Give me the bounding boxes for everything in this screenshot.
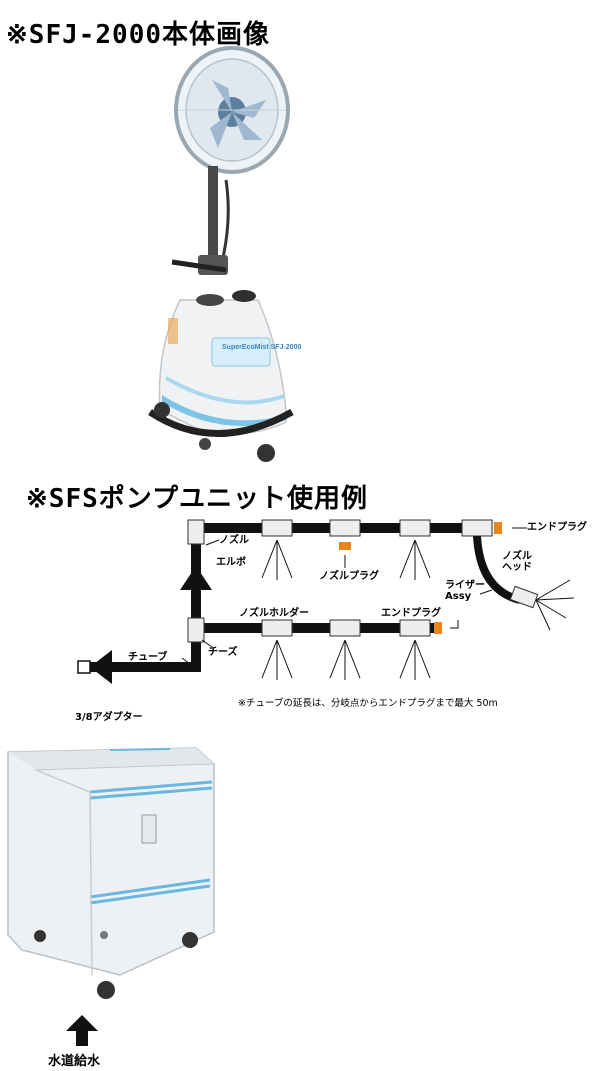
label-tube: チューブ [128, 652, 168, 663]
label-riser-assy: ライザー Assy [445, 580, 485, 602]
label-nozzle-head: ノズル ヘッド [502, 551, 532, 573]
fan-pole [208, 166, 218, 266]
pump-cabinet [7, 747, 215, 999]
fan-head [174, 46, 290, 174]
label-nozzle: ノズル [219, 535, 249, 546]
heading-main-image: ※SFJ-2000本体画像 [6, 20, 271, 50]
label-end-plug-top: エンドプラグ [527, 522, 587, 533]
label-nozzle-plug: ノズルプラグ [319, 571, 379, 582]
label-end-plug-bottom: エンドプラグ [381, 608, 441, 619]
label-nozzle-holder: ノズルホルダー [239, 608, 309, 619]
water-supply-arrow [66, 1015, 98, 1046]
piping-diagram [77, 519, 575, 684]
label-cheese: チーズ [208, 647, 238, 658]
label-adapter: 3/8アダプター [75, 712, 143, 723]
label-water-supply: 水道給水 [48, 1054, 101, 1069]
heading-usage-example: ※SFSポンプユニット使用例 [26, 484, 368, 514]
tank-body [148, 290, 294, 462]
brand-text: SuperEcoMist SFJ-2000 [222, 344, 301, 351]
label-elbow: エルボ [216, 557, 246, 568]
note-tube-extension: ※チューブの延長は、分岐点からエンドプラグまで最大 50m [238, 698, 498, 709]
